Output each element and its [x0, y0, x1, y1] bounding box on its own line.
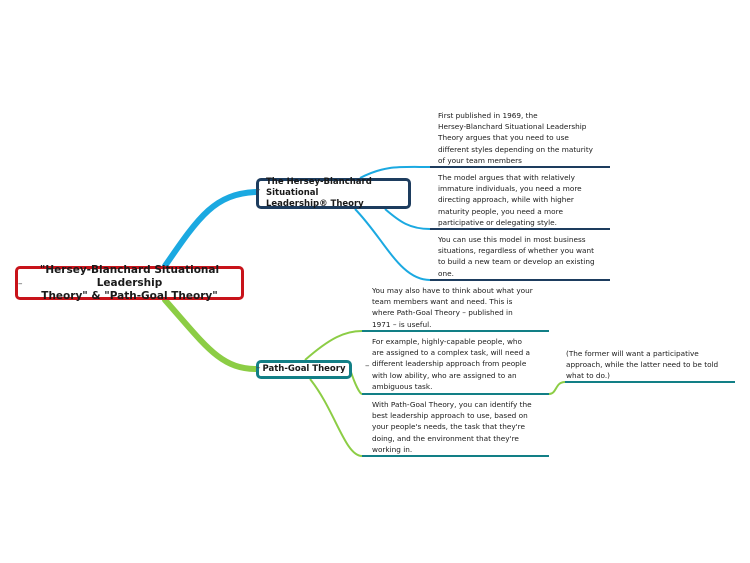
central-topic[interactable]: "Hersey-Blanchard Situational Leadership… [15, 263, 244, 302]
connector-branch2-note1 [304, 330, 363, 361]
connector-branch2-note3 [309, 378, 363, 457]
collapse-toggle-note-pathgoal-2[interactable]: – [365, 361, 370, 371]
note-pathgoal-1: You may also have to think about what yo… [372, 286, 533, 329]
note-hersey-2: The model argues that with relatively im… [438, 173, 582, 227]
connector-branch1-note1 [359, 165, 431, 179]
topic-path-goal[interactable]: Path-Goal Theory [256, 360, 352, 379]
central-topic-label: "Hersey-Blanchard Situational Leadership… [39, 263, 220, 302]
connector-branch1-note3 [354, 208, 431, 281]
connector-branch1-note2 [384, 208, 431, 230]
collapse-toggle-branch1[interactable]: – [256, 185, 261, 195]
note-pathgoal-3: With Path-Goal Theory, you can identify … [372, 400, 532, 454]
connector-central-to-branch1 [162, 189, 259, 269]
topic-hersey-blanchard[interactable]: The Hersey-Blanchard Situational Leaders… [256, 177, 411, 209]
collapse-toggle-central[interactable]: – [18, 279, 23, 289]
collapse-toggle-branch2[interactable]: – [256, 363, 261, 373]
topic-path-goal-label: Path-Goal Theory [262, 364, 346, 374]
connector-note-subnote [548, 381, 566, 395]
connector-central-to-branch2 [162, 297, 259, 372]
note-pathgoal-subnote: (The former will want a participative ap… [566, 349, 719, 381]
note-hersey-1: First published in 1969, the Hersey-Blan… [438, 111, 594, 165]
note-pathgoal-2: For example, highly-capable people, who … [372, 337, 530, 391]
topic-hersey-blanchard-label: The Hersey-Blanchard Situational Leaders… [266, 177, 372, 209]
note-hersey-3: You can use this model in most business … [438, 235, 595, 278]
